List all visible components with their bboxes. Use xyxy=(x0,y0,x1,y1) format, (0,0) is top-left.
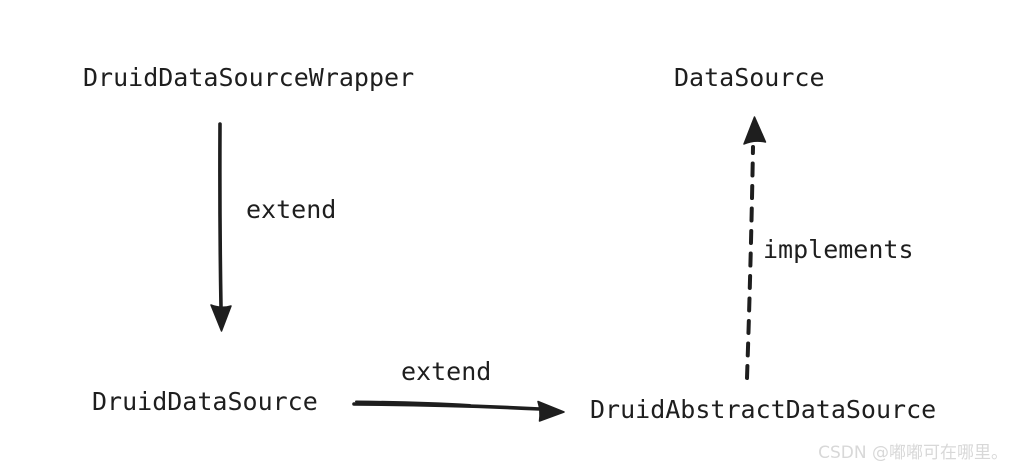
extend-arrow-down-icon xyxy=(210,122,232,332)
edge-label-extend-vertical: extend xyxy=(246,195,337,224)
implements-arrow-up-icon xyxy=(743,116,767,380)
edge-label-implements: implements xyxy=(763,235,914,264)
extend-arrow-right-icon xyxy=(352,400,565,422)
node-datasource: DataSource xyxy=(674,63,825,92)
node-druid-datasource-wrapper: DruidDataSourceWrapper xyxy=(83,63,415,92)
node-druid-datasource: DruidDataSource xyxy=(92,387,318,416)
edge-label-extend-horizontal: extend xyxy=(401,357,492,386)
node-druid-abstract-datasource: DruidAbstractDataSource xyxy=(590,395,937,424)
watermark: CSDN @嘟嘟可在哪里。 xyxy=(818,443,1008,463)
